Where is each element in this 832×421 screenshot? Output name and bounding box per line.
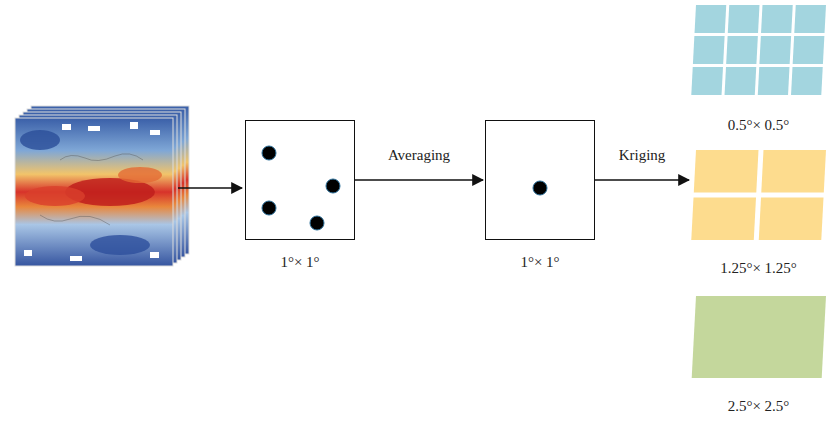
step-label: Averaging	[386, 147, 452, 164]
grid-cell	[728, 5, 760, 33]
grid-cell	[758, 67, 790, 95]
grid-shape	[691, 5, 826, 95]
grid-cell	[725, 67, 757, 95]
grid-cell	[695, 5, 727, 33]
grid-resolution: 2.5°× 2.5°	[687, 296, 830, 415]
resolution-label: 1.25°× 1.25°	[687, 260, 830, 277]
grid-cell-box: 1°× 1°	[241, 120, 359, 271]
resolution-label: 1°× 1°	[241, 254, 359, 271]
sample-point	[326, 179, 340, 193]
grid-cell	[694, 150, 759, 193]
resolution-label: 2.5°× 2.5°	[687, 398, 830, 415]
grid-cell	[726, 36, 758, 64]
map-stack	[15, 106, 189, 266]
grid-cell	[761, 150, 826, 193]
grid-shape	[691, 150, 826, 240]
resolution-label: 0.5°× 0.5°	[687, 117, 830, 134]
grid-cell-box: 1°× 1°	[481, 120, 599, 271]
process-arrow	[355, 179, 483, 181]
grid-cell	[794, 5, 826, 33]
shape-graphic	[691, 296, 826, 378]
grid-resolution: 1.25°× 1.25°	[687, 150, 830, 277]
grid-cell	[691, 67, 723, 95]
shape-graphic	[691, 150, 826, 240]
grid-cell	[793, 36, 825, 64]
step-label: Kriging	[617, 147, 668, 164]
resolution-label: 1°× 1°	[481, 254, 599, 271]
grid-resolution: 0.5°× 0.5°	[687, 5, 830, 134]
grid-cell	[693, 36, 725, 64]
shape-graphic	[246, 121, 356, 241]
cell-square	[485, 120, 595, 240]
cell-square	[245, 120, 355, 240]
grid-shape	[691, 296, 826, 378]
sample-point	[310, 216, 324, 230]
grid-cell	[759, 198, 824, 241]
grid-cell	[692, 296, 826, 378]
grid-cell	[761, 5, 793, 33]
grid-cell	[791, 67, 823, 95]
input-arrow	[178, 187, 242, 189]
shape-graphic	[486, 121, 596, 241]
grid-cell	[691, 198, 756, 241]
sample-point	[262, 146, 276, 160]
sample-point	[262, 201, 276, 215]
grid-cell	[759, 36, 791, 64]
process-arrow	[595, 179, 689, 181]
sample-point	[533, 181, 547, 195]
shape-graphic	[691, 5, 826, 95]
